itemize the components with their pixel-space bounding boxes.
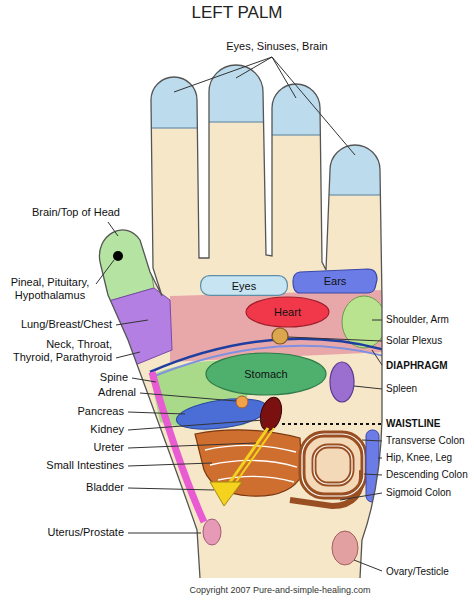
leader-line xyxy=(128,420,264,430)
hand-outline xyxy=(99,65,382,578)
leader-line xyxy=(140,393,236,401)
reflex-label: DIAPHRAGM xyxy=(386,360,470,372)
leader-line xyxy=(96,260,114,284)
waistline-line xyxy=(282,423,382,425)
leader-line xyxy=(288,337,382,341)
reflex-label: Hip, Knee, Leg xyxy=(386,452,470,464)
zone-label: Eyes xyxy=(232,280,256,292)
reflex-label: Neck, Throat, Thyroid, Parathyroid xyxy=(4,338,112,364)
spleen-zone xyxy=(330,362,354,402)
leader-line xyxy=(272,57,296,98)
reflex-label: Pancreas xyxy=(30,405,124,418)
reflex-label: Lung/Breast/Chest xyxy=(4,318,112,331)
reflex-label: Spleen xyxy=(386,383,470,395)
kidney-zone xyxy=(257,395,285,433)
ureter-line xyxy=(234,428,274,485)
leader-lines xyxy=(96,57,382,571)
pineal-dot xyxy=(113,251,123,261)
uterus-zone xyxy=(203,519,221,545)
leader-line xyxy=(354,386,382,389)
leader-line xyxy=(116,352,140,358)
colon-stripe xyxy=(314,446,352,484)
heart-zone: Heart xyxy=(245,296,330,328)
leader-line xyxy=(364,474,382,475)
zone-label: Heart xyxy=(274,306,301,318)
leader-line xyxy=(108,222,118,236)
leader-line xyxy=(340,493,382,500)
reflex-label: Small Intestines xyxy=(20,459,124,472)
eyes-zone: Eyes xyxy=(200,275,288,296)
reflex-label: Sigmoid Colon xyxy=(386,487,470,499)
fingertip-zone xyxy=(203,50,269,122)
zone-shape xyxy=(206,353,326,395)
fingertip-zone xyxy=(268,70,324,135)
leader-line xyxy=(128,443,256,448)
adrenal-dot xyxy=(236,396,248,408)
reflex-zones xyxy=(80,50,392,565)
copyright-note: Copyright 2007 Pure-and-simple-healing.c… xyxy=(140,585,420,596)
leader-line xyxy=(236,57,272,78)
intestine-stripe xyxy=(210,460,297,467)
reflex-label: Brain/Top of Head xyxy=(10,206,120,219)
leader-line xyxy=(128,488,214,490)
finger-zone-label: Eyes, Sinuses, Brain xyxy=(212,40,342,53)
reflex-label: Uterus/Prostate xyxy=(20,526,124,539)
zone-label: Stomach xyxy=(244,368,287,380)
zone-shape xyxy=(293,269,377,293)
reflex-label: Adrenal xyxy=(40,386,136,399)
reflex-label: WAISTLINE xyxy=(386,418,470,430)
leader-line xyxy=(272,57,355,155)
reflex-label: Transverse Colon xyxy=(386,435,470,447)
leader-line xyxy=(372,320,382,321)
leader-line xyxy=(132,378,156,382)
zone-shape xyxy=(246,297,329,327)
reflex-label: Ureter xyxy=(30,441,124,454)
zone-shape xyxy=(201,276,288,296)
colon-stripe xyxy=(302,434,364,496)
leader-line xyxy=(128,463,212,466)
reflex-label: Shoulder, Arm xyxy=(386,314,470,326)
reflex-label: Kidney xyxy=(30,423,124,436)
reflex-label: Bladder xyxy=(30,481,124,494)
stomach-zone: Stomach xyxy=(205,352,327,396)
leader-line xyxy=(128,533,201,534)
reflex-label: Descending Colon xyxy=(386,469,470,481)
reflex-label: Pineal, Pituitary, Hypothalamus xyxy=(4,276,96,302)
solar-plexus-dot xyxy=(272,328,288,344)
chest-zone xyxy=(170,290,385,362)
colon-loop xyxy=(314,446,352,484)
chart-title: LEFT PALM xyxy=(0,3,474,23)
reflex-label: Spine xyxy=(40,371,128,384)
leader-line xyxy=(378,458,382,459)
ureter-line xyxy=(228,428,268,485)
leader-line xyxy=(354,560,382,571)
ears-zone: Ears xyxy=(292,268,378,294)
zone-label: Ears xyxy=(324,275,347,287)
reflex-label: Ovary/Testicle xyxy=(386,566,470,578)
leader-line xyxy=(116,320,148,325)
bladder-zone xyxy=(210,482,242,506)
leader-line xyxy=(128,412,185,414)
leader-line xyxy=(362,440,382,441)
reflex-label: Solar Plexus xyxy=(386,335,470,347)
leader-line xyxy=(372,350,382,365)
leader-line xyxy=(174,57,272,92)
colon-loop xyxy=(302,434,364,496)
